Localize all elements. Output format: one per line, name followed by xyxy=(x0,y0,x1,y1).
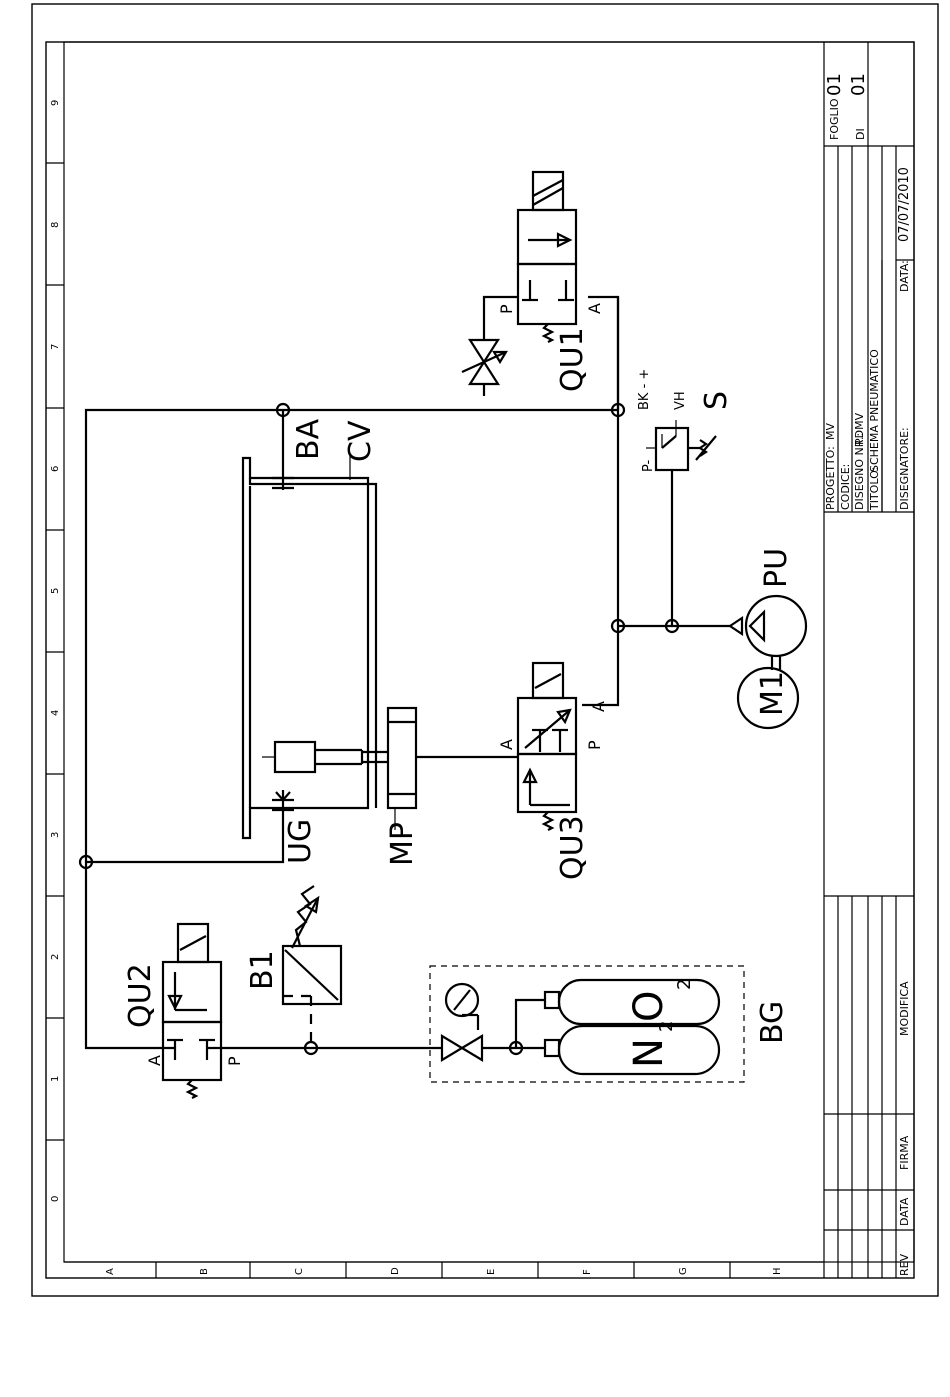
label-data: DATA: xyxy=(898,260,911,292)
grid-number: 4 xyxy=(50,710,61,716)
grid-number: 0 xyxy=(50,1196,61,1202)
grid-letter: G xyxy=(678,1267,689,1275)
port-s-bk: BK - + xyxy=(637,369,652,410)
value-foglio: 01 xyxy=(824,73,845,96)
grid-letter-strip xyxy=(64,1262,824,1278)
grid-number: 6 xyxy=(50,466,61,472)
value-data: 07/07/2010 xyxy=(897,167,912,242)
port-s-p: P- xyxy=(641,459,656,472)
label-s: S xyxy=(699,391,734,410)
grid-number: 5 xyxy=(50,588,61,594)
port-qu2-a: A xyxy=(145,1055,164,1066)
label-cv: CV xyxy=(343,420,378,462)
sheet-outer-border xyxy=(32,4,938,1296)
component-labels: QU2 QU3 QU1 B1 BG UG MP BA CV PU M1 S N … xyxy=(123,327,794,1068)
label-progetto: PROGETTO: xyxy=(824,446,837,510)
grid-number: 9 xyxy=(50,100,61,106)
label-b1: B1 xyxy=(245,950,280,990)
grid-letter: B xyxy=(199,1268,210,1275)
pressostat-s xyxy=(646,420,716,470)
grid-letter: A xyxy=(105,1268,116,1275)
valve-qu1 xyxy=(518,172,576,342)
grid-letter: F xyxy=(582,1269,593,1275)
grid-number: 2 xyxy=(50,954,61,960)
grid-letter: C xyxy=(294,1268,305,1275)
label-mp: MP xyxy=(385,822,420,866)
label-rev: REV xyxy=(898,1253,911,1276)
grid-numbers: 0 1 2 3 4 5 6 7 8 9 xyxy=(50,100,61,1202)
port-labels: A P A A P P A BK - + VH P- xyxy=(145,303,688,1066)
label-ba: BA xyxy=(291,418,326,460)
grid-number: 3 xyxy=(50,832,61,838)
label-disegnatore: DISEGNATORE: xyxy=(898,427,911,510)
label-qu1: QU1 xyxy=(555,327,590,392)
port-qu3-a-top: A xyxy=(589,701,608,712)
label-qu2: QU2 xyxy=(123,963,158,1028)
valve-qu2 xyxy=(163,924,221,1098)
revision-block: REV DATA FIRMA MODIFICA xyxy=(824,896,914,1278)
valve-qu3 xyxy=(518,663,576,830)
label-m1: M1 xyxy=(755,671,790,716)
label-modifica: MODIFICA xyxy=(898,981,911,1036)
label-pu: PU xyxy=(759,548,794,588)
grid-letter: D xyxy=(390,1267,401,1275)
label-o2-sub: 2 xyxy=(674,979,695,990)
label-bg: BG xyxy=(755,1001,790,1044)
port-qu1-p: P xyxy=(497,304,516,314)
value-disegno-nr: PDMV xyxy=(853,412,866,445)
port-qu2-p: P xyxy=(225,1056,244,1066)
mp-actuator xyxy=(388,708,416,830)
value-titolo: SCHEMA PNEUMATICO xyxy=(868,349,881,472)
port-qu1-a: A xyxy=(585,303,604,314)
grid-number: 7 xyxy=(50,344,61,350)
grid-letters: A B C D E F G H xyxy=(105,1267,783,1275)
label-di: DI xyxy=(854,128,867,140)
label-n2: N xyxy=(626,1038,672,1068)
label-o2: O xyxy=(626,991,672,1022)
grid-letter: E xyxy=(486,1269,497,1275)
grid-letter: H xyxy=(772,1267,783,1275)
value-progetto: MV xyxy=(824,423,837,440)
label-rev-data: DATA xyxy=(898,1197,911,1226)
pump-pu xyxy=(730,596,806,670)
grid-number-strip xyxy=(46,163,64,1140)
sensor-b1 xyxy=(283,886,341,1004)
sheet-inner-border xyxy=(46,42,914,1278)
pipe-junctions xyxy=(80,404,678,1054)
title-block: PROGETTO: MV CODICE: DISEGNO NR.: PDMV T… xyxy=(824,42,914,512)
label-ug: UG xyxy=(283,819,318,864)
label-foglio: FOGLIO xyxy=(828,98,841,140)
label-codice: CODICE: xyxy=(839,464,852,510)
grid-number: 1 xyxy=(50,1076,61,1082)
label-titolo: TITOLO: xyxy=(868,467,881,511)
vacuum-chamber xyxy=(243,456,388,838)
piping-network xyxy=(86,297,730,1048)
grid-number: 8 xyxy=(50,222,61,228)
needle-valve xyxy=(462,340,506,396)
value-di: 01 xyxy=(848,73,869,96)
label-firma: FIRMA xyxy=(898,1135,911,1170)
label-qu3: QU3 xyxy=(555,815,590,880)
port-qu3-p: P xyxy=(585,740,604,750)
port-s-vh: VH xyxy=(673,391,688,410)
port-qu3-a: A xyxy=(497,739,516,750)
